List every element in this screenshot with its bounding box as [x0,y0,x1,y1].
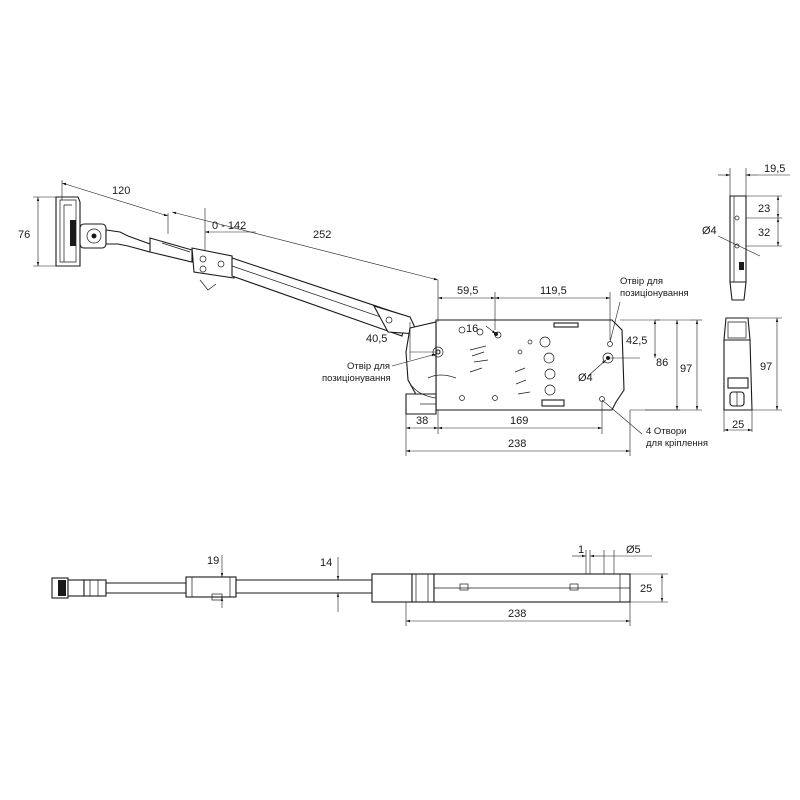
dim-dia-5-label: Ø5 [626,544,641,556]
dim-25-end: 25 [723,410,753,432]
dim-76-label: 76 [18,229,30,241]
dim-42-5-label: 42,5 [626,335,647,347]
dim-97-end: 97 [748,317,782,411]
dim-16-label: 16 [466,323,478,335]
dim-238-top-label: 238 [508,608,526,620]
dim-38: 38 [405,410,439,456]
dim-252: 252 [171,211,439,322]
dim-25-end-label: 25 [732,419,744,431]
note-mounting-line1: 4 Отвори [646,426,686,437]
dim-19-5-label: 19,5 [764,163,785,175]
dim-120: 120 [61,180,169,234]
dim-dia-4-side: Ø4 [578,357,640,384]
note-positioning-top-line1: Отвір для [620,276,663,287]
dim-97-side-label: 97 [680,363,692,375]
end-view: 19,5 23 32 Ø4 97 25 [702,163,790,432]
dim-16: 16 [466,323,497,335]
dim-252-label: 252 [313,229,331,241]
dim-59-5-label: 59,5 [457,285,478,297]
dim-76: 76 [18,196,56,267]
dim-42-5: 42,5 [620,319,660,358]
dim-1: 1 [572,544,604,574]
dim-38-label: 38 [416,415,428,427]
dim-dia-4-side-label: Ø4 [578,372,593,384]
note-positioning-left-line1: Отвір для [347,361,390,372]
dim-dia-5: Ø5 [603,544,652,574]
dim-19-5: 19,5 [718,163,790,196]
note-mounting-holes: 4 Отвори для кріплення [601,399,708,449]
dim-25-top: 25 [630,573,668,603]
mechanism-housing [405,319,625,415]
dim-dia-4-end-label: Ø4 [702,225,717,237]
note-positioning-top-line2: позиціонування [620,288,689,299]
dim-238-side-label: 238 [508,438,526,450]
dim-169-label: 169 [510,415,528,427]
note-positioning-left-line2: позиціонування [322,373,391,384]
dim-14: 14 [320,557,340,612]
note-positioning-hole-left: Отвір для позиціонування [322,353,437,384]
dim-23-label: 23 [758,203,770,215]
dim-238-side: 238 [406,410,631,456]
lifting-arm [149,237,419,337]
dim-238-top: 238 [405,602,631,626]
dim-1-label: 1 [578,544,584,556]
top-view: 19 14 1 Ø5 25 [51,544,668,626]
dim-97-end-label: 97 [760,361,772,373]
dim-169: 169 [438,402,603,434]
dim-25-top-label: 25 [640,583,652,595]
dim-119-5-label: 119,5 [540,285,567,297]
dim-32-label: 32 [758,227,770,239]
dim-120-label: 120 [112,185,130,197]
side-view: 76 120 0 - 142 252 59,5 [18,180,708,456]
dim-19: 19 [207,555,224,608]
dim-86-label: 86 [656,357,668,369]
dim-0-142-label: 0 - 142 [212,220,246,232]
note-positioning-hole-top: Отвір для позиціонування [609,276,689,343]
note-mounting-line2: для кріплення [646,438,708,449]
dim-97-side: 97 [630,319,702,411]
hinge-bracket [55,196,160,267]
dim-19-label: 19 [207,555,219,567]
dim-0-142: 0 - 142 [204,208,256,250]
dim-119-5: 119,5 [495,285,611,340]
dim-23-32: 23 32 [746,195,782,247]
dim-dia-4-end: Ø4 [702,225,761,257]
dim-40-5-label: 40,5 [366,333,387,345]
dim-40-5: 40,5 [366,322,438,360]
dim-14-label: 14 [320,557,332,569]
